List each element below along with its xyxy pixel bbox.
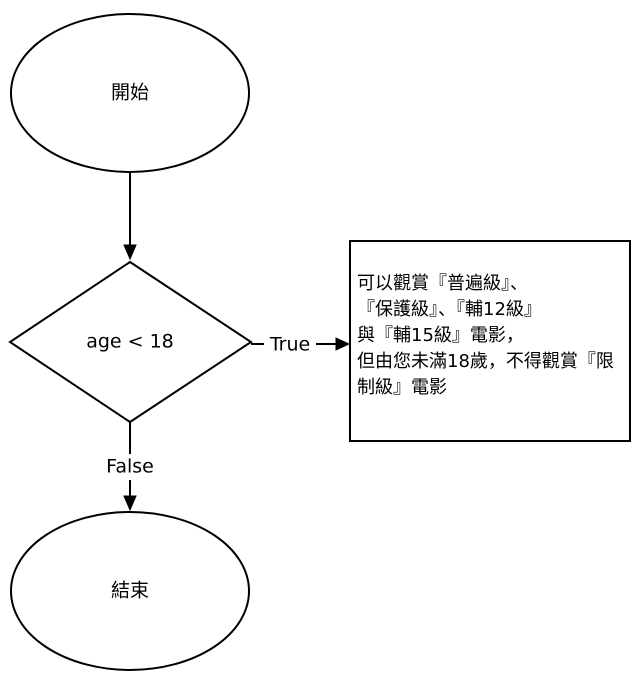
end-node[interactable]: 結束: [10, 511, 250, 671]
edge-start-to-condition: [123, 172, 137, 261]
false-label-bg: [100, 454, 160, 480]
start-label: 開始: [111, 82, 149, 104]
result-box-text: 可以觀賞『普遍級』、 『保護級』、『輔12級』 與『輔15級』電影， 但由您未滿…: [357, 273, 614, 398]
condition-label: age < 18: [86, 331, 174, 353]
end-ellipse: [10, 511, 250, 671]
arrowhead-icon: [123, 244, 137, 261]
condition-node[interactable]: age < 18: [8, 260, 253, 424]
true-label-bg: [264, 333, 316, 357]
result-rectangle: [349, 240, 631, 442]
edge-false: False: [100, 422, 160, 512]
true-label: True: [269, 334, 310, 356]
arrowhead-icon: [123, 495, 137, 512]
arrowhead-icon: [335, 337, 351, 351]
edge-true: True: [251, 333, 351, 357]
false-label: False: [106, 456, 154, 478]
start-node[interactable]: 開始: [10, 13, 250, 173]
end-label: 結束: [111, 580, 149, 602]
result-box-node[interactable]: [349, 240, 631, 442]
